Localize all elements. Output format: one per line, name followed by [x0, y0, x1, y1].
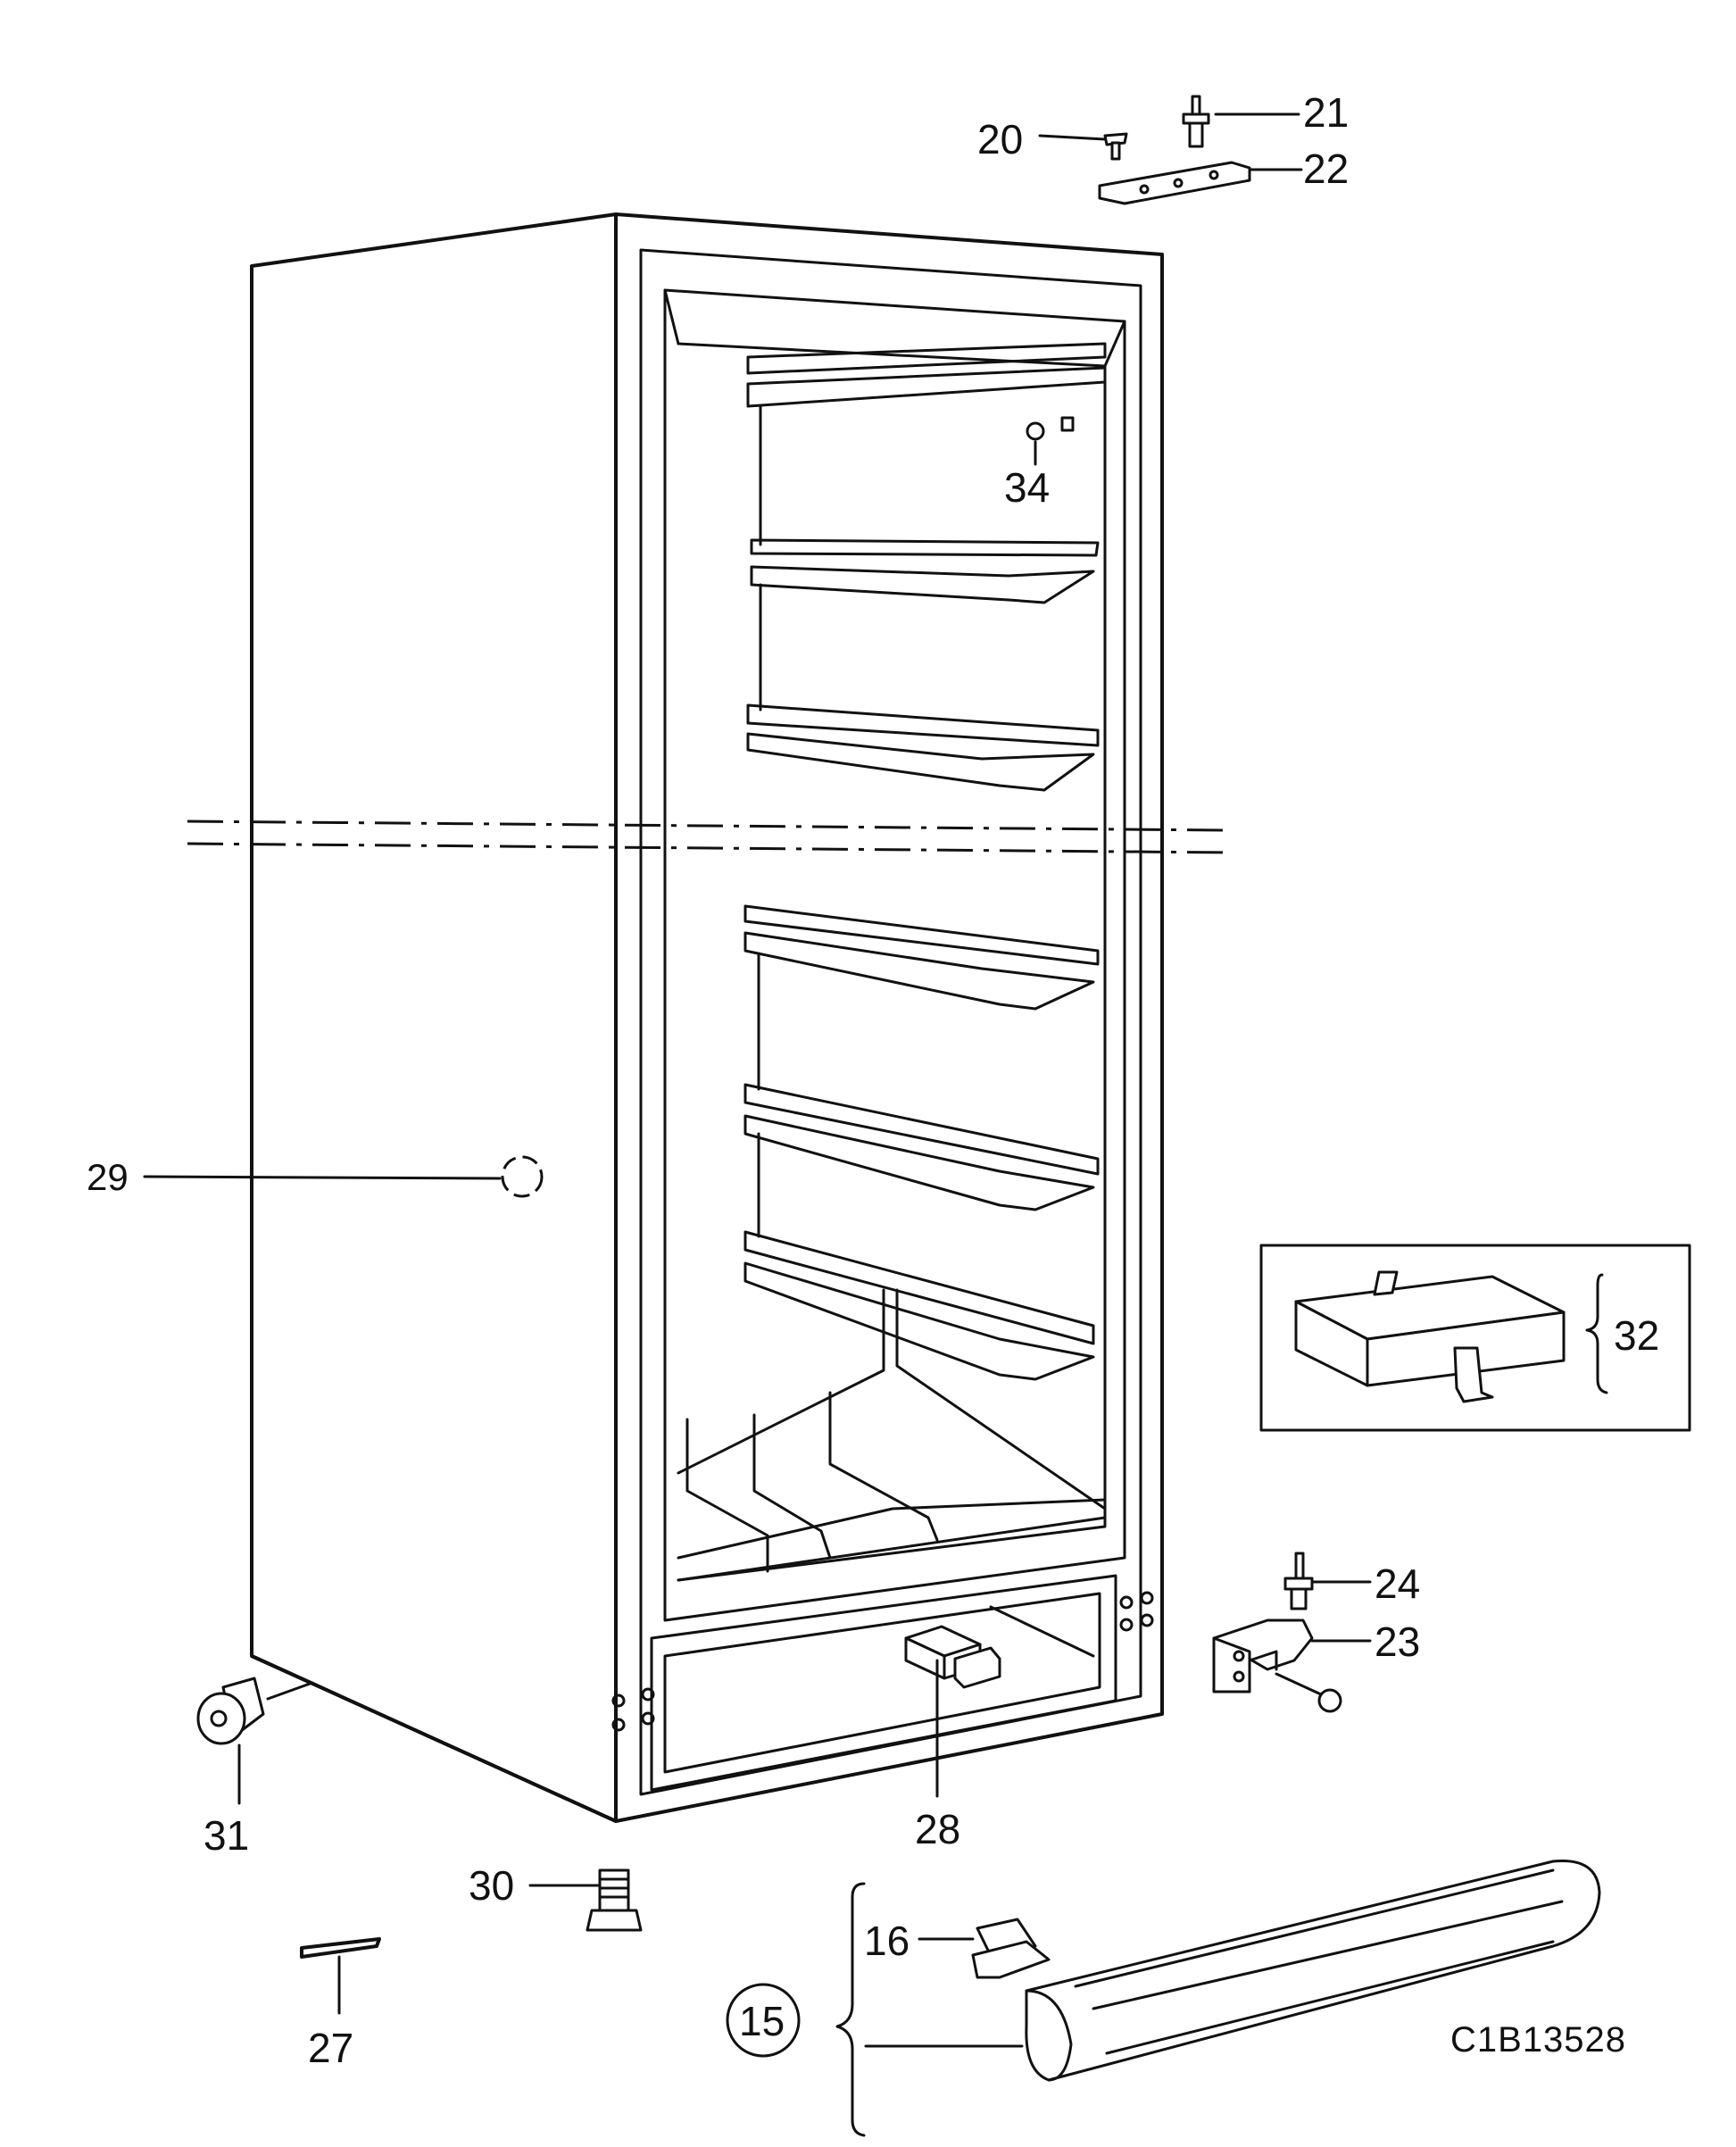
part-21-pin — [1182, 95, 1210, 148]
part-22-hinge — [1098, 161, 1251, 205]
cabinet-body — [250, 212, 1164, 1823]
callout-21: 21 — [1303, 89, 1349, 136]
callout-15-circle — [726, 1983, 801, 2058]
part-29-marker — [501, 1155, 544, 1198]
brace-15 — [835, 1882, 866, 2137]
callout-28: 28 — [915, 1806, 960, 1852]
callout-23: 23 — [1375, 1619, 1420, 1665]
callout-20: 20 — [977, 116, 1023, 162]
callout-24: 24 — [1375, 1560, 1420, 1607]
callout-22: 22 — [1303, 146, 1349, 192]
callout-32: 32 — [1614, 1312, 1659, 1359]
callout-29: 29 — [87, 1156, 129, 1198]
callout-16: 16 — [864, 1918, 910, 1964]
part-27-clip — [300, 1937, 381, 2015]
callout-34: 34 — [1004, 464, 1050, 511]
part-31-foot — [196, 1677, 265, 1745]
break-lines — [187, 820, 1233, 854]
part-16-endcap — [971, 1918, 1051, 1979]
part-23-hinge — [1212, 1619, 1342, 1713]
part-32-box — [1259, 1244, 1691, 1432]
drip-plate — [677, 1288, 1107, 1582]
callout-31: 31 — [204, 1812, 249, 1859]
part-30-bolt — [586, 1868, 643, 1932]
part-15-handle — [1025, 1859, 1601, 2082]
callout-27: 27 — [308, 2025, 353, 2071]
drawing-code: C1B13528 — [1450, 2020, 1626, 2060]
part-28-clip — [904, 1625, 1001, 1689]
part-20-screw — [1103, 132, 1128, 161]
leader-lines — [143, 112, 1372, 2048]
callout-15: 15 — [739, 1998, 785, 2044]
callout-labels: 20 21 22 34 29 32 24 23 31 28 30 16 15 2… — [87, 89, 1659, 2071]
frame-holes — [611, 1591, 1154, 1732]
callout-30: 30 — [469, 1862, 514, 1909]
part-24-pin — [1283, 1552, 1314, 1610]
shelf-rails — [743, 342, 1107, 1381]
